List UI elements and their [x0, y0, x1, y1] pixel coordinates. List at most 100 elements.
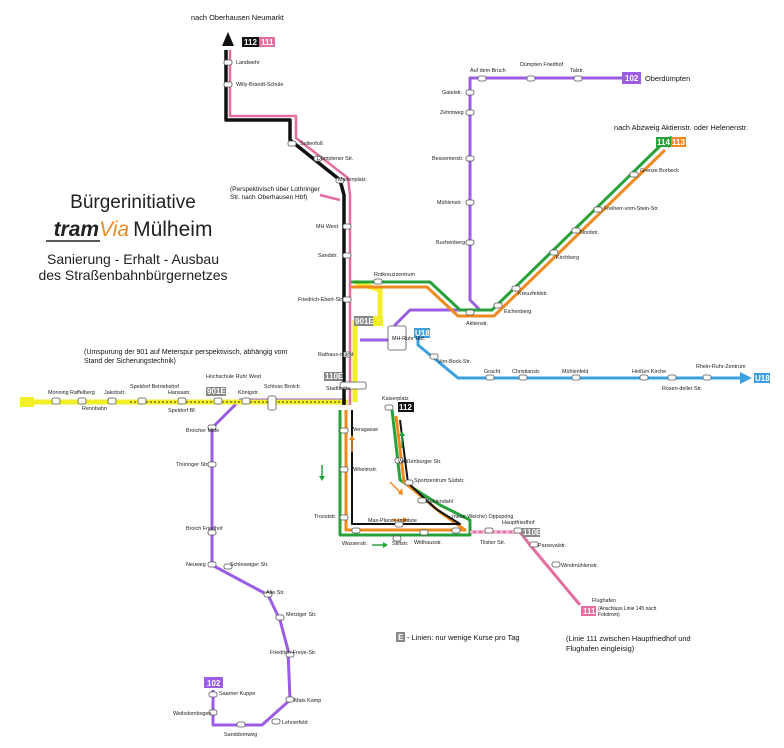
note-aktienstr-branch: nach Abzweig Aktienstr. oder Helenenstr. — [614, 123, 748, 132]
label-weragasse: Weragasse — [351, 427, 378, 433]
label-weilsdombogen: Weilsdombogen — [173, 711, 212, 717]
arrow-east-u18 — [740, 372, 752, 384]
label-gracht: Gracht — [484, 369, 501, 375]
stations — [51, 59, 712, 728]
title-line-1: Bürgerinitiative — [70, 192, 196, 213]
station-nordstr — [571, 227, 581, 234]
label-stadtmitte: Stadtmitte — [326, 386, 350, 392]
station-monning — [51, 397, 61, 405]
line-112 — [224, 50, 352, 405]
badge-901e-yellow — [373, 316, 383, 326]
station-saarner-kuppe — [208, 691, 218, 698]
station-soltenfuss — [287, 140, 297, 147]
label-broich-friedhof: Broich Friedhof — [186, 526, 223, 532]
badge-901-left-bg — [20, 397, 34, 407]
label-schleswiger: Schleswiger Str. — [230, 562, 269, 568]
label-duempten-str: Dümptener Str. — [317, 156, 353, 162]
label-trooststr: Trooststr. — [314, 514, 336, 520]
line-U18 — [416, 338, 740, 380]
line-loop-south — [338, 409, 472, 537]
label-eichenberg: Eichenberg — [504, 309, 531, 315]
label-parsevalstr: Parsevalstr. — [538, 543, 566, 549]
label-willy: Willy-Brandt-Schule — [236, 82, 283, 88]
station-trooststr — [339, 514, 349, 521]
badge-112-top-bg — [242, 37, 259, 47]
station-schloss-broich — [267, 395, 277, 411]
station-freiherr — [593, 206, 603, 213]
station-rhein-ruhr — [702, 374, 712, 381]
brand-city: Mülheim — [133, 218, 212, 241]
legend-e-box — [396, 632, 405, 642]
label-witthausstr: Witthausstr. — [414, 540, 442, 546]
badge-u18-mid-bg — [414, 328, 430, 338]
badge-111-flughafen: 111 — [583, 607, 596, 616]
label-jakobstr: Jakobstr. — [104, 390, 126, 396]
station-von-bock — [429, 353, 439, 360]
station-mh-ruhr-hbf — [387, 325, 407, 351]
station-speldorf-betriebshof — [137, 397, 147, 405]
note-umspurung: (Umspurung der 901 auf Meterspur perspek… — [84, 349, 288, 365]
station-schleswiger — [223, 563, 233, 570]
label-speldorf-betriebshof: Speldorf Betriebshof — [130, 384, 179, 390]
station-marienplatz — [335, 177, 345, 184]
station-max-planck — [394, 521, 404, 528]
station-muehlenfeld — [571, 374, 581, 381]
label-gatelstr: Gatelstr. — [442, 90, 462, 96]
label-weissenburger: Weißenburger Str. — [398, 459, 442, 465]
badge-u18-mid: U18 — [415, 329, 430, 338]
station-sanddornweg — [236, 721, 246, 728]
station-rosendeller — [667, 374, 677, 381]
badge-112-kaiser-bg — [398, 402, 414, 412]
line-114-113-northeast — [350, 138, 672, 318]
badge-113: 113 — [672, 138, 685, 147]
station-oppspring — [451, 527, 461, 534]
station-lehnerfeld — [271, 718, 281, 725]
badge-111-top: 111 — [261, 38, 274, 47]
direction-arrows — [319, 431, 408, 548]
label-grenze-borbeck: Grenze Borbeck — [640, 168, 679, 174]
label-windmuehlen: Windmühlenstr. — [561, 563, 598, 569]
label-alte-str: Alte Str. — [266, 590, 285, 596]
station-gracht — [485, 374, 495, 381]
label-wasserstr: Wasserstr. — [342, 541, 367, 547]
note-anschluss-wrap: (Anschluss Linie 145 nach Fototrom) — [598, 606, 657, 618]
badge-114-bg — [656, 137, 671, 147]
station-buchenberg — [465, 239, 475, 246]
badge-u18-right: U18 — [755, 374, 770, 383]
station-thueringer — [207, 461, 217, 468]
label-flughafen: Flughafen — [592, 598, 616, 604]
note-lothringer-wrap: (Perspektivisch über Lothringer Str. nac… — [230, 186, 320, 201]
badge-110e: 110E — [325, 372, 344, 381]
station-alte-str — [263, 591, 273, 598]
label-von-bock: Von-Bock-Str. — [438, 359, 471, 365]
label-kirchberg: Kirchberg — [556, 255, 579, 261]
station-landwehr — [223, 59, 233, 66]
label-muehlenstr: Mühlenstr. — [437, 200, 462, 206]
arrow-north — [222, 32, 234, 46]
station-heissen-kirche — [639, 374, 649, 381]
label-aktienstr: Aktienstr. — [466, 321, 488, 327]
label-oberduempten: Oberdümpten — [645, 74, 690, 83]
station-muehlenstr — [465, 199, 475, 206]
note-anschluss: (Anschluss Linie 145 nach Fototrom) — [598, 606, 657, 618]
badge-901-left: 901 — [21, 398, 35, 407]
label-rhein-ruhr: Rhein-Ruhr-Zentrum — [696, 364, 746, 370]
badge-102-bottom: 102 — [207, 679, 221, 688]
label-landwehr: Landwehr — [236, 60, 260, 66]
station-weissenburger — [394, 457, 404, 464]
label-mh-ruhr-hbf: MH-Ruhr Hbf. — [392, 336, 425, 342]
label-zehntweg: Zehntweg — [440, 110, 464, 116]
station-labels: Landwehr Willy-Brandt-Schule Soltenfuß D… — [48, 60, 746, 738]
station-gatelstr — [465, 89, 475, 96]
badge-102-bottom-bg — [204, 677, 223, 688]
label-max-planck: Max-Planck-Institute — [368, 518, 417, 524]
badge-111-flughafen-bg — [581, 606, 596, 616]
brand-via: Via — [99, 218, 129, 241]
label-tilsiter: Tilsiter Str. — [480, 540, 505, 546]
label-kaiserplatz: Kaiserplatz — [382, 396, 409, 402]
label-raffelberg: Raffelberg — [70, 390, 95, 396]
label-rotkreuz: Rotkreuzzentrum — [374, 272, 416, 278]
station-weragasse — [339, 427, 349, 434]
